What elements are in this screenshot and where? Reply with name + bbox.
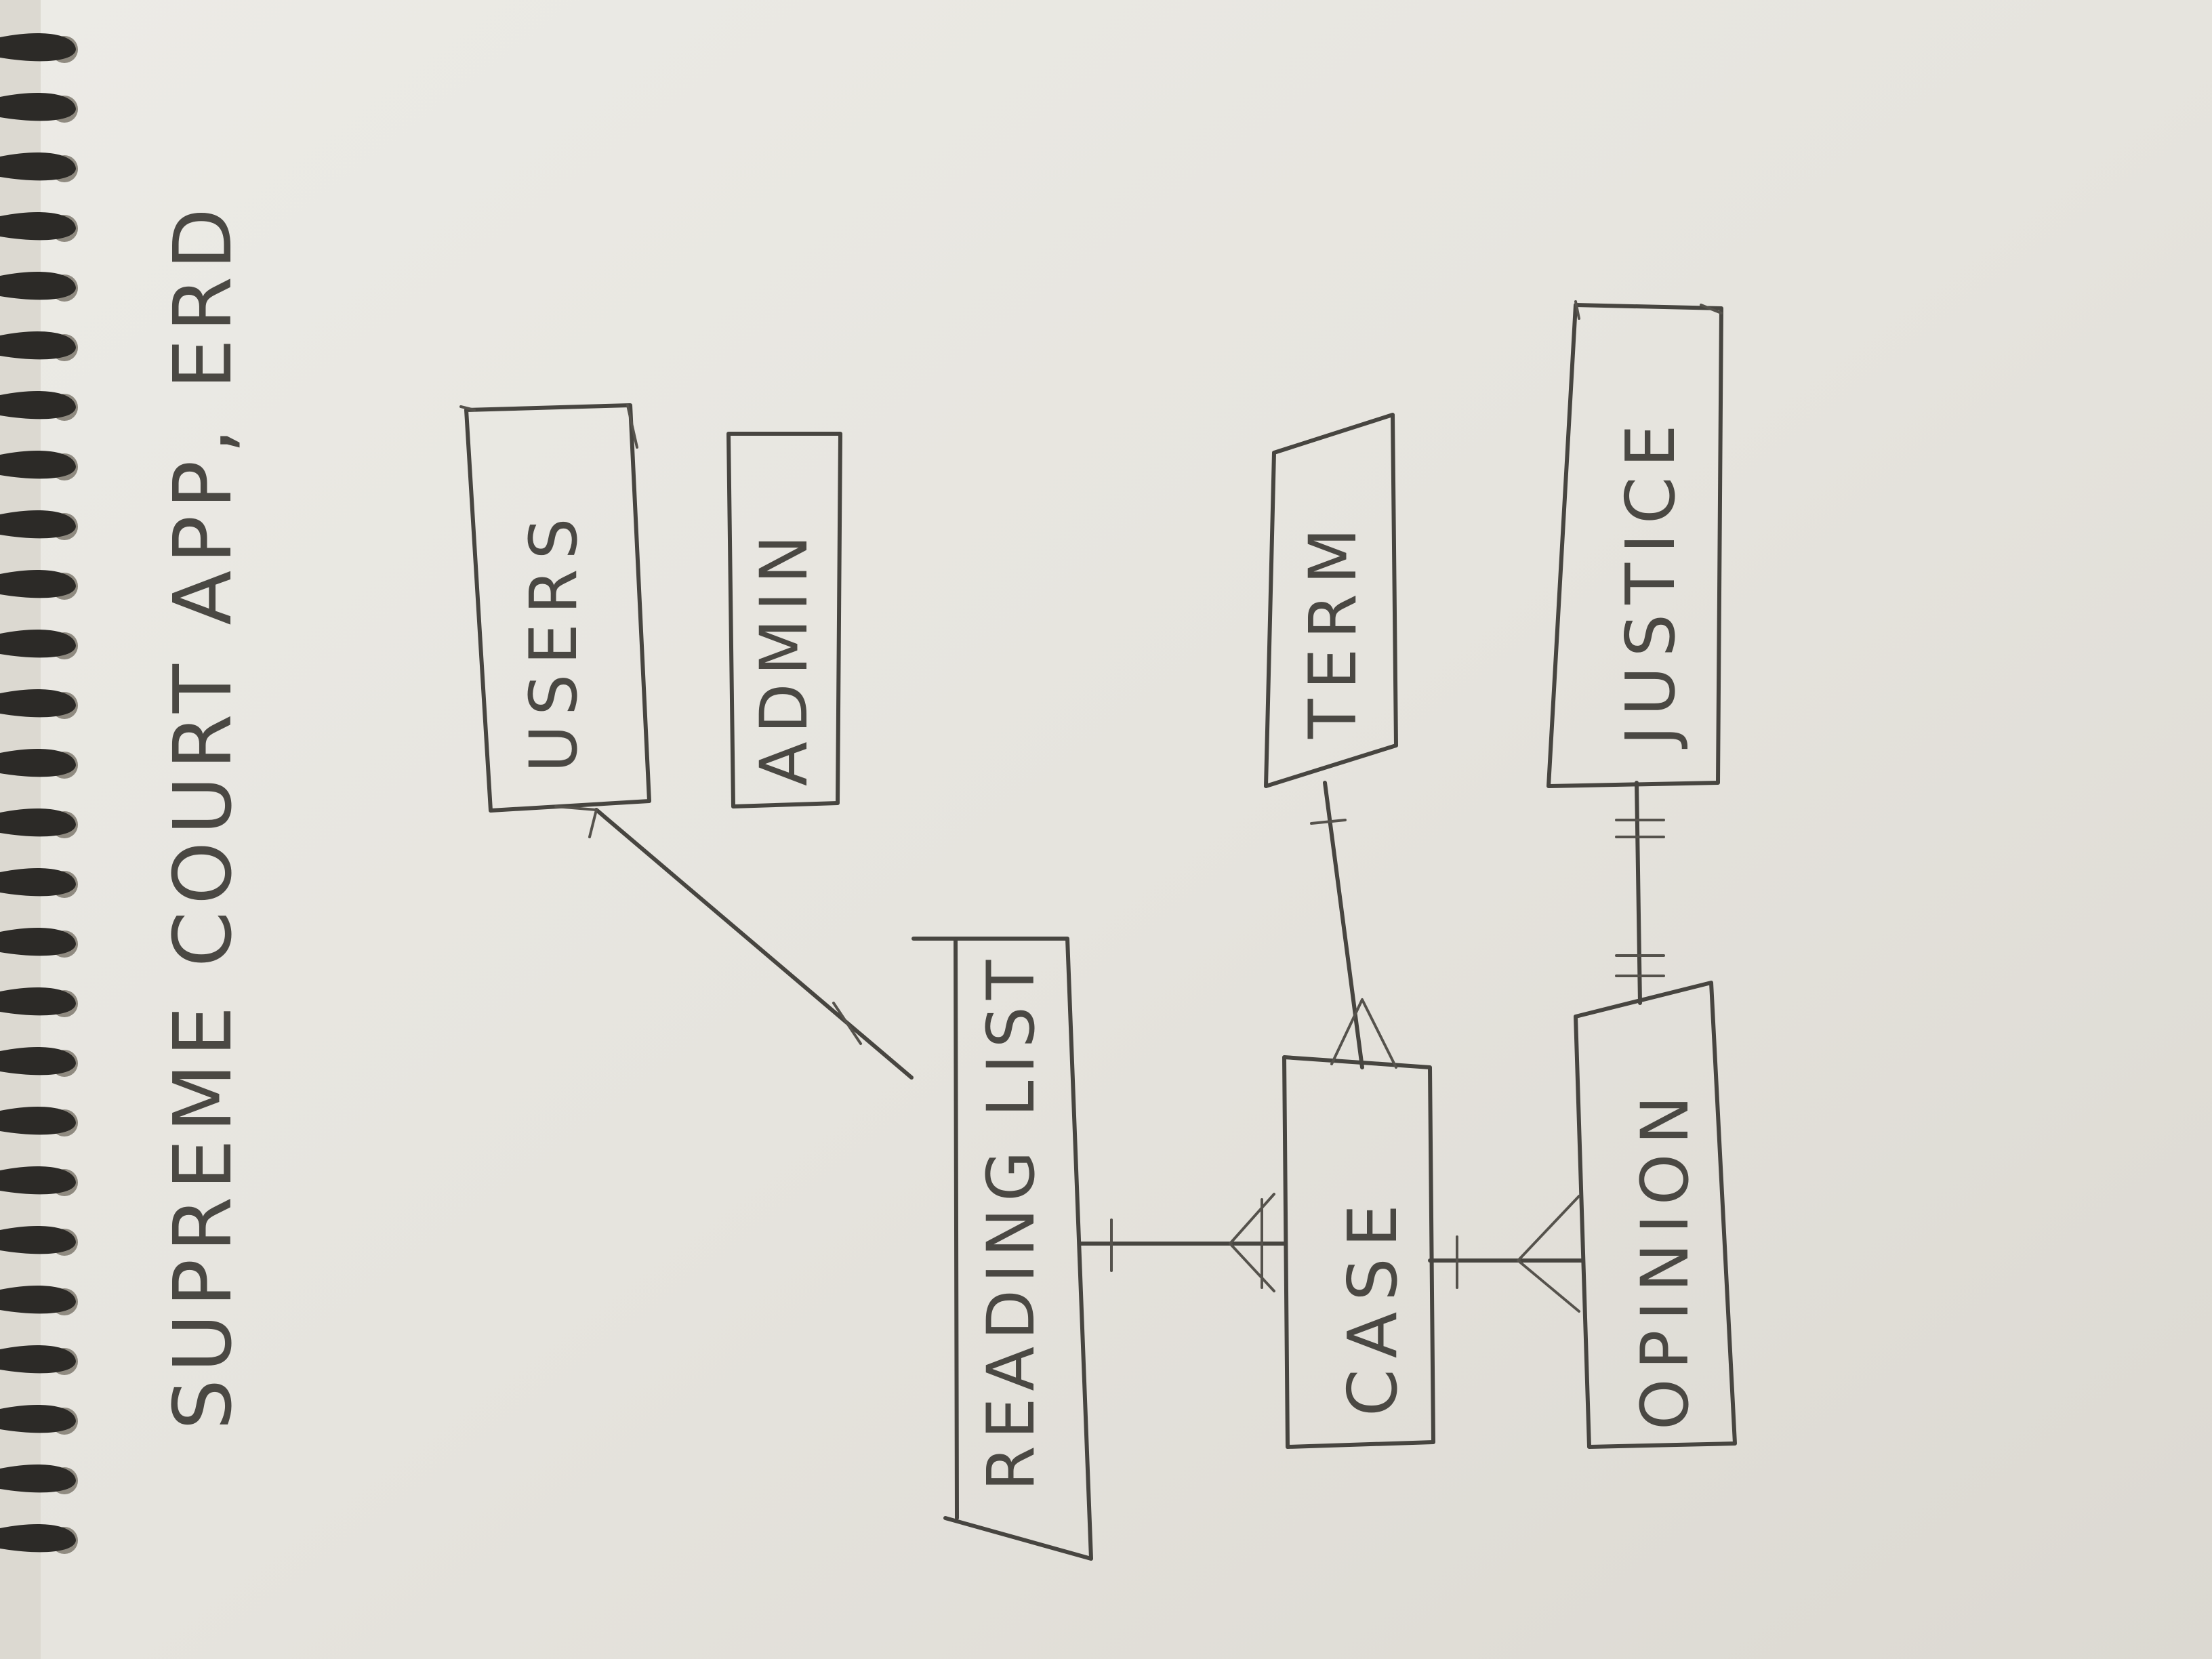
relationship-justice-opinion bbox=[1615, 781, 1665, 1005]
entity-users: USERS bbox=[459, 403, 651, 813]
spiral-coil bbox=[0, 1524, 76, 1553]
entity-term: TERM bbox=[1264, 413, 1398, 788]
spiral-coil bbox=[0, 272, 76, 300]
entity-reading-list: READING LIST bbox=[912, 937, 1093, 1561]
entity-justice: JUSTICE bbox=[1547, 300, 1723, 788]
spiral-coil bbox=[0, 331, 76, 360]
paper-sheet bbox=[41, 0, 2212, 1659]
entity-admin: ADMIN bbox=[726, 432, 842, 808]
spiral-coil bbox=[0, 689, 76, 718]
entity-label-reading-list: READING LIST bbox=[973, 954, 1049, 1491]
spiral-coil bbox=[0, 1345, 76, 1374]
entity-case: CASE bbox=[1282, 1055, 1435, 1449]
spiral-coil bbox=[0, 1465, 76, 1493]
spiral-coil bbox=[0, 152, 76, 181]
entity-label-justice: JUSTICE bbox=[1611, 415, 1690, 750]
spiral-coil bbox=[0, 1166, 76, 1195]
spiral-coil bbox=[0, 1107, 76, 1135]
entity-opinion: OPINION bbox=[1574, 981, 1737, 1449]
spiral-binding bbox=[0, 33, 78, 1554]
spiral-coil bbox=[0, 808, 76, 837]
spiral-coil bbox=[0, 570, 76, 598]
spiral-coil bbox=[0, 212, 76, 241]
diagram-title: SUPREME COURT APP, ERD bbox=[156, 201, 249, 1430]
spiral-coil bbox=[0, 749, 76, 777]
spiral-coil bbox=[0, 1226, 76, 1254]
entity-label-term: TERM bbox=[1295, 518, 1371, 739]
entity-label-users: USERS bbox=[516, 509, 592, 773]
spiral-coil bbox=[0, 928, 76, 956]
spiral-coil bbox=[0, 630, 76, 658]
spiral-coil bbox=[0, 391, 76, 419]
relationship-term-case bbox=[1310, 781, 1397, 1069]
spiral-coil bbox=[0, 33, 76, 62]
spiral-coil bbox=[0, 93, 76, 121]
entity-label-opinion: OPINION bbox=[1627, 1086, 1703, 1430]
spiral-coil bbox=[0, 451, 76, 479]
spiral-coil bbox=[0, 1405, 76, 1433]
spiral-coil bbox=[0, 1047, 76, 1076]
relationship-reading-list-case bbox=[1079, 1193, 1286, 1292]
relationship-case-opinion bbox=[1428, 1195, 1584, 1313]
spiral-coil bbox=[0, 1286, 76, 1314]
spiral-coil bbox=[0, 868, 76, 897]
spiral-coil bbox=[0, 987, 76, 1016]
spiral-coil bbox=[0, 510, 76, 539]
relationship-users-reading-list bbox=[554, 805, 914, 1080]
entity-label-admin: ADMIN bbox=[746, 527, 822, 786]
entity-label-case: CASE bbox=[1333, 1193, 1412, 1416]
